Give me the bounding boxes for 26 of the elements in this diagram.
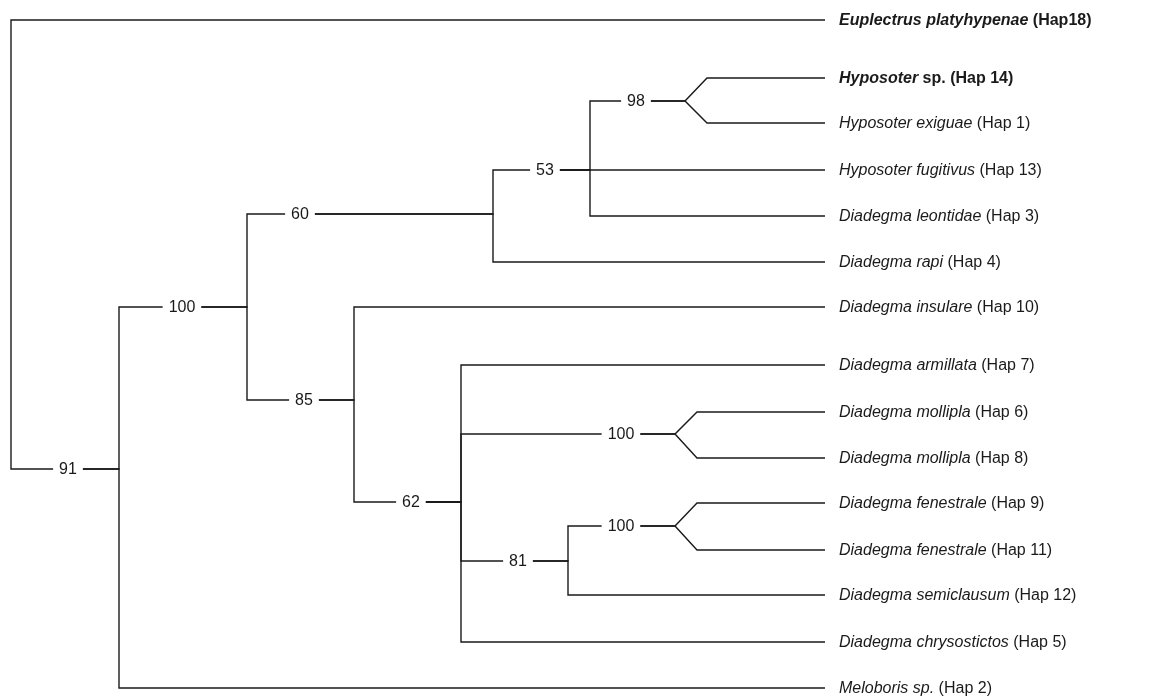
tree-branch: [639, 433, 826, 459]
taxon-label: Diadegma insulare (Hap 10): [839, 297, 1040, 317]
tree-branch: [532, 560, 826, 596]
tree-branch: [82, 468, 826, 689]
tree-branch: [318, 399, 397, 503]
tree-branch: [314, 213, 826, 263]
taxon-label: Diadegma leontidae (Hap 3): [839, 206, 1040, 226]
taxon-label: Hyposoter exiguae (Hap 1): [839, 113, 1031, 133]
tree-branch: [650, 100, 826, 124]
taxon-label: Diadegma mollipla (Hap 6): [839, 402, 1029, 422]
tree-branch: [559, 169, 826, 217]
taxon-label: Diadegma mollipla (Hap 8): [839, 448, 1029, 468]
taxon-label: Euplectrus platyhypenae (Hap18): [839, 10, 1092, 30]
taxon-label: Meloboris sp. (Hap 2): [839, 678, 992, 698]
tree-branch: [639, 525, 826, 551]
taxon-label: Diadegma armillata (Hap 7): [839, 355, 1035, 375]
taxon-label: Hyposoter sp. (Hap 14): [839, 68, 1014, 88]
taxon-label: Diadegma semiclausum (Hap 12): [839, 585, 1077, 605]
taxon-label: Diadegma chrysostictos (Hap 5): [839, 632, 1067, 652]
taxon-label: Diadegma fenestrale (Hap 9): [839, 493, 1045, 513]
taxon-label: Hyposoter fugitivus (Hap 13): [839, 160, 1042, 180]
tree-branch: [10, 19, 826, 470]
taxon-label: Diadegma rapi (Hap 4): [839, 252, 1001, 272]
tree-branch: [425, 501, 826, 643]
taxon-label: Diadegma fenestrale (Hap 11): [839, 540, 1053, 560]
tree-branch: [200, 306, 290, 401]
